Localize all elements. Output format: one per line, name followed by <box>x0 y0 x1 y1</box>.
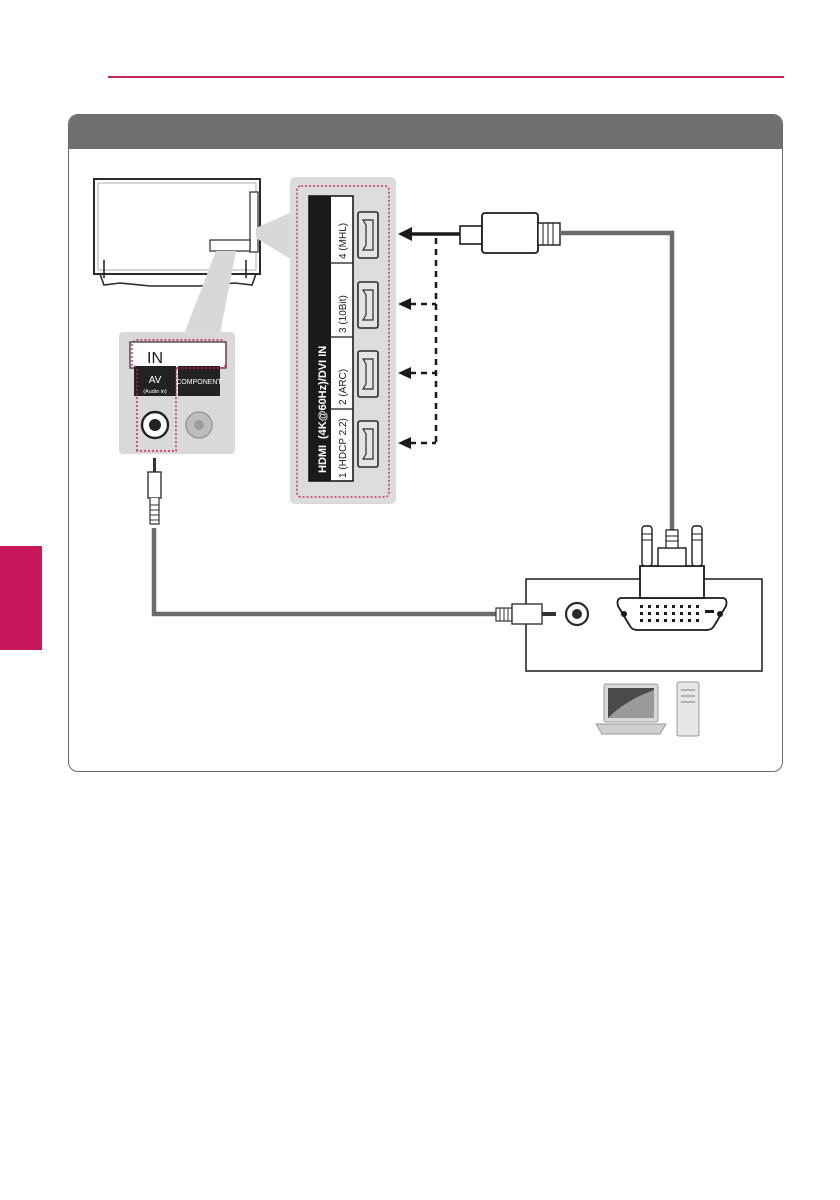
av-sublabel: (Audio in) <box>143 389 167 395</box>
hdmi-arrows <box>398 227 460 449</box>
audio-cable <box>154 528 496 614</box>
hdmi-port-1 <box>358 421 378 467</box>
hdmi-port-3-label: 3 (10Bit) <box>338 295 349 333</box>
hdmi-dvi-cable <box>560 233 672 534</box>
hdmi-port-panel: HDMI (4K@60Hz)/DVI IN 1 (HDCP 2.2) 2 (AR… <box>290 177 396 504</box>
hdmi-port-4-label: 4 (MHL) <box>338 223 349 259</box>
hdmi-port-1-label: 1 (HDCP 2.2) <box>338 418 349 478</box>
hdmi-port-2 <box>358 351 378 397</box>
audio-cable-tv-end <box>148 458 161 524</box>
tv-illustration <box>94 179 260 286</box>
hdmi-callout-wedge <box>256 212 292 260</box>
hdmi-port-4 <box>358 212 378 258</box>
hdmi-plug <box>460 213 560 253</box>
dvi-thumbscrew-right <box>692 526 702 566</box>
hdmi-port-3 <box>358 282 378 328</box>
hdmi-port-2-label: 2 (ARC) <box>338 369 349 405</box>
dvi-plug <box>640 566 704 598</box>
hdmi-logo-icon: HDMI <box>317 445 329 473</box>
in-label: IN <box>147 350 163 367</box>
av-jack-panel: IN AV (Audio in) COMPONENT <box>119 332 235 454</box>
pc-back-panel <box>496 526 762 671</box>
component-label: COMPONENT <box>176 379 222 386</box>
arrow-head-icon <box>398 227 412 241</box>
laptop-icon <box>596 684 666 734</box>
dvi-thumbscrew-left <box>642 526 652 566</box>
arrow-head-icon <box>398 367 411 379</box>
arrow-head-icon <box>398 298 411 310</box>
arrow-head-icon <box>398 437 411 449</box>
hdmi-group-label: (4K@60Hz)/DVI IN <box>317 346 329 439</box>
desktop-tower-icon <box>677 682 699 736</box>
av-label: AV <box>149 375 162 386</box>
